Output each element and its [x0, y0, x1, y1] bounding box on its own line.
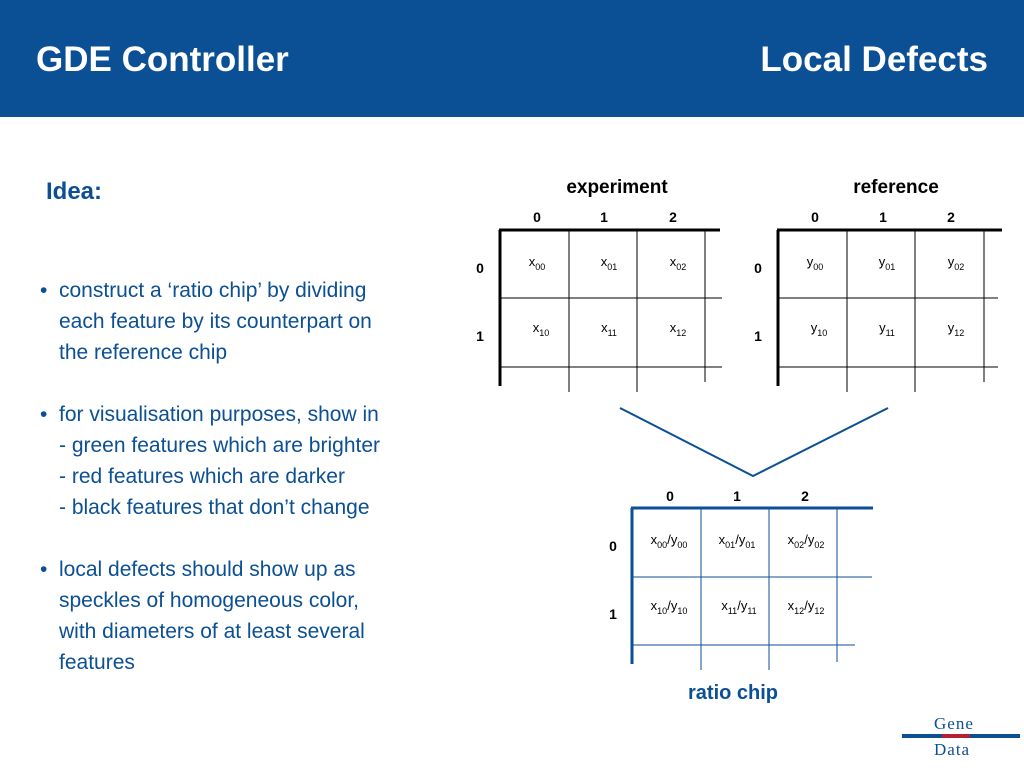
- logo-bar-accent: [942, 734, 970, 738]
- idea-heading: Idea:: [46, 178, 103, 205]
- logo-word-gene: Gene: [934, 714, 974, 733]
- bullet-line: each feature by its counterpart on: [59, 310, 372, 333]
- grid-cell: x11: [601, 320, 617, 338]
- slide-title: GDE Controller: [36, 40, 289, 79]
- grid-cell: x00: [529, 254, 546, 272]
- reference-title: reference: [853, 177, 939, 198]
- grid-cell: y00: [807, 254, 824, 272]
- slide-header: GDE Controller Local Defects: [0, 0, 1024, 117]
- col-label: 0: [533, 209, 541, 225]
- col-label: 1: [600, 209, 608, 225]
- bullet-line: - red features which are darker: [59, 465, 345, 488]
- bullet-line: construct a ‘ratio chip’ by dividing: [59, 279, 367, 302]
- grid-cell: x02/y02: [788, 532, 825, 550]
- bullet-line: local defects should show up as: [59, 558, 356, 581]
- bullet-item: • for visualisation purposes, show in - …: [40, 399, 460, 523]
- experiment-grid: experiment 0 1 2 0 1 x00 x01 x02 x10 x11…: [476, 177, 722, 392]
- col-label: 0: [666, 488, 674, 504]
- grid-cell: y02: [948, 254, 965, 272]
- genedata-logo: Gene Data: [902, 712, 1022, 762]
- grid-cell: x10/y10: [651, 598, 688, 616]
- bullet-line: the reference chip: [59, 341, 228, 364]
- col-label: 2: [669, 209, 677, 225]
- bullet-line: speckles of homogeneous color,: [59, 589, 360, 612]
- grid-cell: y11: [879, 320, 895, 338]
- row-label: 0: [609, 538, 617, 554]
- row-label: 1: [476, 328, 484, 344]
- logo-word-data: Data: [934, 740, 971, 759]
- experiment-title: experiment: [566, 177, 668, 198]
- col-label: 0: [811, 209, 819, 225]
- row-label: 1: [609, 606, 617, 622]
- ratio-chip-title: ratio chip: [688, 682, 779, 704]
- grid-cell: y12: [948, 320, 965, 338]
- col-label: 1: [733, 488, 741, 504]
- bullet-item: • construct a ‘ratio chip’ by dividing e…: [40, 275, 460, 368]
- bullet-item: • local defects should show up as speckl…: [40, 554, 460, 678]
- bullet-dot-icon: •: [40, 403, 48, 426]
- grid-cell: x00/y00: [651, 532, 688, 550]
- row-label: 0: [476, 260, 484, 276]
- bullet-list: • construct a ‘ratio chip’ by dividing e…: [40, 275, 460, 709]
- bullet-line: features: [59, 651, 135, 674]
- col-label: 2: [947, 209, 955, 225]
- bullet-line: - green features which are brighter: [59, 434, 380, 457]
- grid-cell: x12: [670, 320, 687, 338]
- grid-cell: x11/y11: [721, 598, 756, 616]
- slide-subtitle: Local Defects: [760, 40, 988, 79]
- merge-connector: [619, 407, 889, 478]
- grid-cell: x02: [670, 254, 687, 272]
- col-label: 1: [879, 209, 887, 225]
- grid-cell: x10: [533, 320, 550, 338]
- bullet-line: - black features that don’t change: [59, 496, 370, 519]
- bullet-line: for visualisation purposes, show in: [59, 403, 379, 426]
- bullet-line: with diameters of at least several: [59, 620, 365, 643]
- bullet-dot-icon: •: [40, 558, 48, 581]
- ratio-grid: 0 1 2 0 1 x00/y00 x01/y01 x02/y02 x10/y1…: [609, 488, 873, 670]
- reference-grid: reference 0 1 2 0 1 y00 y01 y02 y10 y11 …: [754, 177, 1002, 392]
- grid-cell: x01/y01: [719, 532, 756, 550]
- row-label: 0: [754, 260, 762, 276]
- grid-cell: y01: [879, 254, 896, 272]
- grid-cell: x01: [601, 254, 618, 272]
- col-label: 2: [801, 488, 809, 504]
- row-label: 1: [754, 328, 762, 344]
- grid-cell: y10: [811, 320, 828, 338]
- grid-cell: x12/y12: [788, 598, 825, 616]
- bullet-dot-icon: •: [40, 279, 48, 302]
